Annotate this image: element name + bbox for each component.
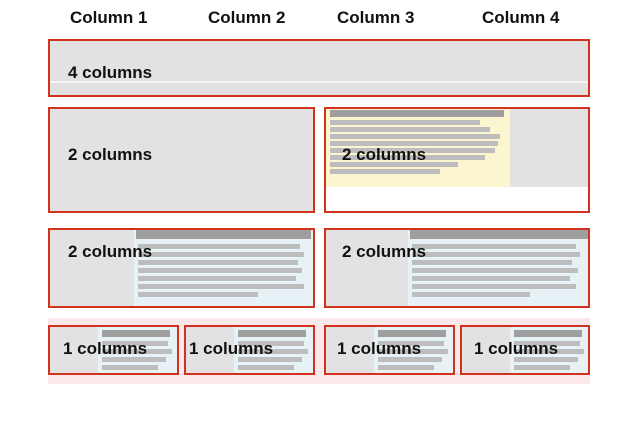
row4-box-3: 1 columns (324, 325, 455, 375)
text-line (102, 365, 158, 370)
column-header-3: Column 3 (337, 8, 415, 27)
row4-box-4: 1 columns (460, 325, 590, 375)
text-line (330, 148, 495, 153)
row4-label-2: 1 columns (189, 339, 274, 358)
column-header-2: Column 2 (208, 8, 286, 27)
article-header (238, 330, 306, 337)
gray-panel (50, 327, 98, 373)
row2-box-left: 2 columns (48, 107, 315, 213)
text-line (330, 155, 485, 160)
text-line (238, 365, 294, 370)
article-header (378, 330, 446, 337)
article-header (330, 110, 504, 117)
text-line (378, 365, 434, 370)
row4-box-1: 1 columns (48, 325, 179, 375)
text-line (330, 169, 440, 174)
row3-right-label: 2 columns (342, 242, 427, 261)
text-line (412, 252, 580, 257)
row3-left-label: 2 columns (68, 242, 153, 261)
gray-panel (510, 109, 588, 187)
text-line (102, 357, 166, 362)
text-line (412, 292, 530, 297)
text-line (412, 284, 576, 289)
gray-panel (186, 327, 234, 373)
row4-label-3: 1 columns (337, 339, 422, 358)
gray-panel (50, 41, 588, 95)
text-line (330, 162, 458, 167)
text-line (138, 244, 300, 249)
text-line (514, 357, 578, 362)
row2-left-label: 2 columns (68, 145, 153, 164)
article-header (410, 230, 588, 239)
row1-label: 4 columns (68, 63, 153, 82)
row3-box-right: 2 columns (324, 228, 590, 308)
text-line (330, 120, 480, 125)
article-header (136, 230, 311, 239)
article-header (514, 330, 582, 337)
text-line (238, 357, 302, 362)
text-line (412, 244, 576, 249)
text-line (514, 349, 584, 354)
text-line (514, 341, 580, 346)
text-line (514, 365, 570, 370)
gray-panel (50, 109, 313, 211)
divider-line (50, 81, 588, 83)
row4-label-1: 1 columns (63, 339, 148, 358)
text-line (378, 349, 448, 354)
text-line (138, 268, 302, 273)
text-line (238, 349, 308, 354)
row4-box-2: 1 columns (184, 325, 315, 375)
gray-panel (326, 327, 374, 373)
text-line (330, 134, 500, 139)
column-header-1: Column 1 (70, 8, 148, 27)
text-line (330, 141, 498, 146)
text-line (412, 260, 572, 265)
text-line (378, 341, 444, 346)
text-line (378, 357, 442, 362)
row3-box-left: 2 columns (48, 228, 315, 308)
gray-panel (50, 230, 134, 306)
row4-label-4: 1 columns (474, 339, 559, 358)
row1-box-4-columns: 4 columns (48, 39, 590, 97)
row2-right-label: 2 columns (342, 145, 427, 164)
text-line (102, 341, 168, 346)
article-header (102, 330, 170, 337)
text-line (412, 268, 578, 273)
text-line (330, 127, 490, 132)
row2-box-right: 2 columns (324, 107, 590, 213)
gray-panel (326, 230, 408, 306)
text-line (138, 284, 304, 289)
gray-panel (462, 327, 510, 373)
text-line (138, 260, 298, 265)
text-line (138, 276, 296, 281)
text-line (238, 341, 304, 346)
column-header-4: Column 4 (482, 8, 560, 27)
text-line (102, 349, 172, 354)
text-line (138, 252, 304, 257)
text-line (138, 292, 258, 297)
text-line (412, 276, 570, 281)
